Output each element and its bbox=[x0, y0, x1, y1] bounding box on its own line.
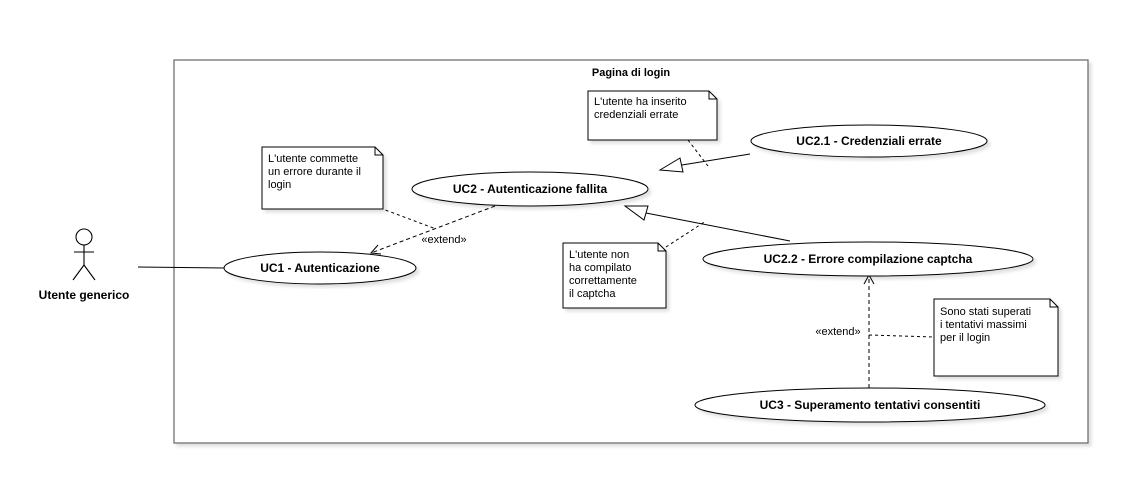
use-case-uc21-label: UC2.1 - Credenziali errate bbox=[796, 134, 942, 148]
extend-label-2: «extend» bbox=[815, 326, 860, 338]
use-case-uc2-label: UC2 - Autenticazione fallita bbox=[453, 182, 608, 196]
note3-anchor[interactable] bbox=[665, 220, 707, 248]
use-case-uc22[interactable]: UC2.2 - Errore compilazione captcha bbox=[702, 241, 1034, 277]
actor-left-leg bbox=[72, 264, 85, 281]
use-case-uc21[interactable]: UC2.1 - Credenziali errate bbox=[750, 124, 988, 158]
note-3-text: L'utente non ha compilato correttamente … bbox=[569, 249, 640, 300]
generalization-uc21-uc2[interactable] bbox=[658, 153, 751, 173]
use-case-uc3[interactable]: UC3 - Superamento tentativi consentiti bbox=[694, 387, 1046, 423]
note-1-text: L'utente commette un errore durante il l… bbox=[268, 153, 364, 191]
use-case-uc1-label: UC1 - Autenticazione bbox=[260, 261, 380, 275]
use-case-uc3-label: UC3 - Superamento tentativi consentiti bbox=[760, 398, 981, 412]
generalization-uc22-uc2[interactable] bbox=[623, 205, 791, 242]
note-1[interactable]: L'utente commette un errore durante il l… bbox=[261, 146, 384, 210]
actor-utente-generico[interactable]: Utente generico bbox=[39, 228, 130, 302]
note-4-text: Sono stati superati i tentativi massimi … bbox=[940, 306, 1034, 344]
generalization-arrowhead-2 bbox=[623, 205, 649, 221]
note-4[interactable]: Sono stati superati i tentativi massimi … bbox=[933, 298, 1059, 377]
generalization-arrowhead-1 bbox=[658, 157, 684, 173]
note-3[interactable]: L'utente non ha compilato correttamente … bbox=[562, 242, 667, 309]
extend-arrowhead bbox=[369, 244, 382, 255]
system-title: Pagina di login bbox=[592, 67, 671, 79]
association-actor-uc1[interactable] bbox=[137, 266, 225, 269]
use-case-uc2[interactable]: UC2 - Autenticazione fallita bbox=[411, 171, 649, 207]
extend-uc2-uc1[interactable]: «extend» bbox=[369, 205, 496, 255]
use-case-uc1[interactable]: UC1 - Autenticazione bbox=[223, 251, 417, 285]
extend-label-1: «extend» bbox=[421, 234, 466, 246]
note-2[interactable]: L'utente ha inserito credenziali errate bbox=[587, 90, 718, 141]
note1-anchor[interactable] bbox=[379, 207, 437, 230]
actor-name: Utente generico bbox=[39, 288, 130, 302]
extend-uc3-uc22[interactable]: «extend» bbox=[815, 273, 875, 388]
actor-right-leg bbox=[83, 264, 96, 281]
note-2-text: L'utente ha inserito credenziali errate bbox=[594, 96, 690, 121]
use-case-uc22-label: UC2.2 - Errore compilazione captcha bbox=[764, 252, 973, 266]
note4-anchor[interactable] bbox=[868, 334, 935, 338]
actor-head bbox=[75, 228, 93, 246]
